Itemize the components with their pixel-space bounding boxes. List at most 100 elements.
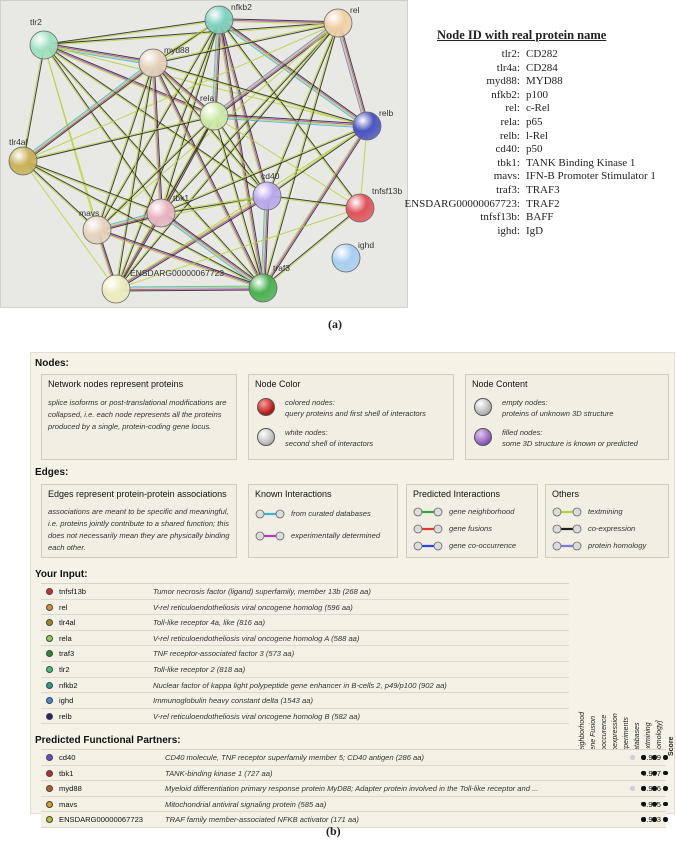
protein-name[interactable]: relb bbox=[59, 711, 72, 721]
mapping-title: Node ID with real protein name bbox=[437, 28, 607, 42]
network-edge bbox=[114, 62, 153, 289]
network-edge bbox=[213, 115, 361, 209]
network-edge bbox=[22, 160, 117, 290]
node-ighd[interactable] bbox=[331, 243, 361, 273]
protein-name[interactable]: ENSDARG00000067723 bbox=[59, 815, 144, 825]
edges-section-title: Edges: bbox=[35, 467, 69, 478]
network-nodes-title: Network nodes represent proteins bbox=[48, 379, 184, 389]
protein-name[interactable]: mavs bbox=[59, 799, 78, 809]
protein-name[interactable]: tlr2 bbox=[59, 664, 70, 674]
node-ensdarg[interactable] bbox=[101, 274, 131, 304]
network-edge bbox=[265, 22, 338, 196]
evidence-dot bbox=[630, 786, 635, 791]
node-mavs[interactable] bbox=[82, 215, 112, 245]
mapping-row: tnfsf13b:BAFF bbox=[408, 211, 676, 225]
node-nfkb2[interactable] bbox=[204, 5, 234, 35]
network-edge bbox=[160, 124, 367, 213]
protein-description: Toll-like receptor 4a, like (816 aa) bbox=[153, 618, 265, 628]
node-myd88[interactable] bbox=[138, 48, 168, 78]
evidence-dot bbox=[652, 786, 657, 791]
node-rela[interactable] bbox=[199, 101, 229, 131]
protein-name[interactable]: tbk1 bbox=[59, 768, 74, 778]
protein-name[interactable]: rela bbox=[59, 633, 72, 643]
node-rel[interactable] bbox=[323, 8, 353, 38]
network-edge bbox=[43, 45, 153, 65]
protein-name[interactable]: cd40 bbox=[59, 753, 76, 762]
network-edge bbox=[115, 285, 263, 288]
network-edge bbox=[260, 195, 266, 288]
node-tnfsf13b[interactable] bbox=[345, 193, 375, 223]
network-edge bbox=[159, 214, 263, 290]
mapping-protein-name: TRAF3 bbox=[526, 183, 560, 196]
edge-sample-icon bbox=[552, 541, 582, 551]
network-edge bbox=[262, 125, 368, 289]
protein-color-dot bbox=[46, 816, 53, 824]
network-edge bbox=[214, 113, 368, 125]
node-label-tnfsf13b: tnfsf13b bbox=[372, 186, 403, 196]
network-edge bbox=[23, 45, 46, 162]
edge-sample-icon bbox=[413, 507, 443, 517]
network-edge bbox=[22, 161, 161, 215]
network-edge bbox=[153, 61, 368, 126]
network-edge bbox=[116, 196, 268, 291]
edge-sample-icon bbox=[552, 524, 582, 534]
protein-name[interactable]: ighd bbox=[59, 696, 74, 706]
edges-box: Edges represent protein-protein associat… bbox=[41, 484, 237, 558]
node-tlr2[interactable] bbox=[29, 30, 59, 60]
protein-name[interactable]: nfkb2 bbox=[59, 680, 78, 690]
filled-node-icon bbox=[474, 428, 492, 446]
evidence-column-header: Score bbox=[668, 736, 675, 756]
node-cd40[interactable] bbox=[252, 181, 282, 211]
protein-color-dot bbox=[46, 785, 53, 793]
protein-color-dot bbox=[46, 619, 53, 627]
evidence-dot bbox=[641, 786, 646, 791]
protein-name[interactable]: traf3 bbox=[59, 649, 75, 659]
mapping-node-id: myd88: bbox=[486, 75, 520, 88]
network-edge bbox=[23, 160, 98, 230]
network-edge bbox=[212, 19, 219, 116]
network-edge bbox=[23, 159, 264, 288]
colored-nodes-label: colored nodes: bbox=[285, 398, 335, 407]
protein-name[interactable]: tnfsf13b bbox=[59, 587, 87, 596]
your-input-title: Your Input: bbox=[35, 569, 88, 580]
node-color-title: Node Color bbox=[255, 379, 301, 389]
mapping-protein-name: p50 bbox=[526, 143, 543, 156]
input-row[interactable]: tlr4al Toll-like receptor 4a, like (816 a… bbox=[41, 615, 569, 631]
node-label-mavs: mavs bbox=[79, 208, 99, 218]
known-interactions-box: Known Interactions from curated database… bbox=[248, 484, 398, 558]
protein-color-dot bbox=[46, 603, 53, 611]
protein-name[interactable]: tlr4al bbox=[59, 618, 76, 628]
mapping-protein-name: l-Rel bbox=[526, 129, 548, 142]
protein-name[interactable]: rel bbox=[59, 602, 68, 612]
network-edge bbox=[152, 21, 338, 63]
node-traf3[interactable] bbox=[248, 273, 278, 303]
evidence-dot bbox=[641, 770, 646, 776]
evidence-dot bbox=[663, 770, 668, 776]
network-edge bbox=[23, 116, 215, 163]
node-tlr4al[interactable] bbox=[8, 146, 38, 176]
node-relb[interactable] bbox=[352, 111, 382, 141]
protein-name[interactable]: myd88 bbox=[59, 784, 82, 794]
node-label-cd40: cd40 bbox=[261, 171, 280, 181]
network-edge bbox=[97, 63, 155, 231]
network-edge bbox=[161, 20, 221, 214]
edge-sample-icon bbox=[255, 531, 285, 541]
network-edge bbox=[151, 63, 263, 289]
node-tbk1[interactable] bbox=[146, 198, 176, 228]
network-edge bbox=[43, 45, 263, 289]
network-edge bbox=[261, 195, 267, 288]
